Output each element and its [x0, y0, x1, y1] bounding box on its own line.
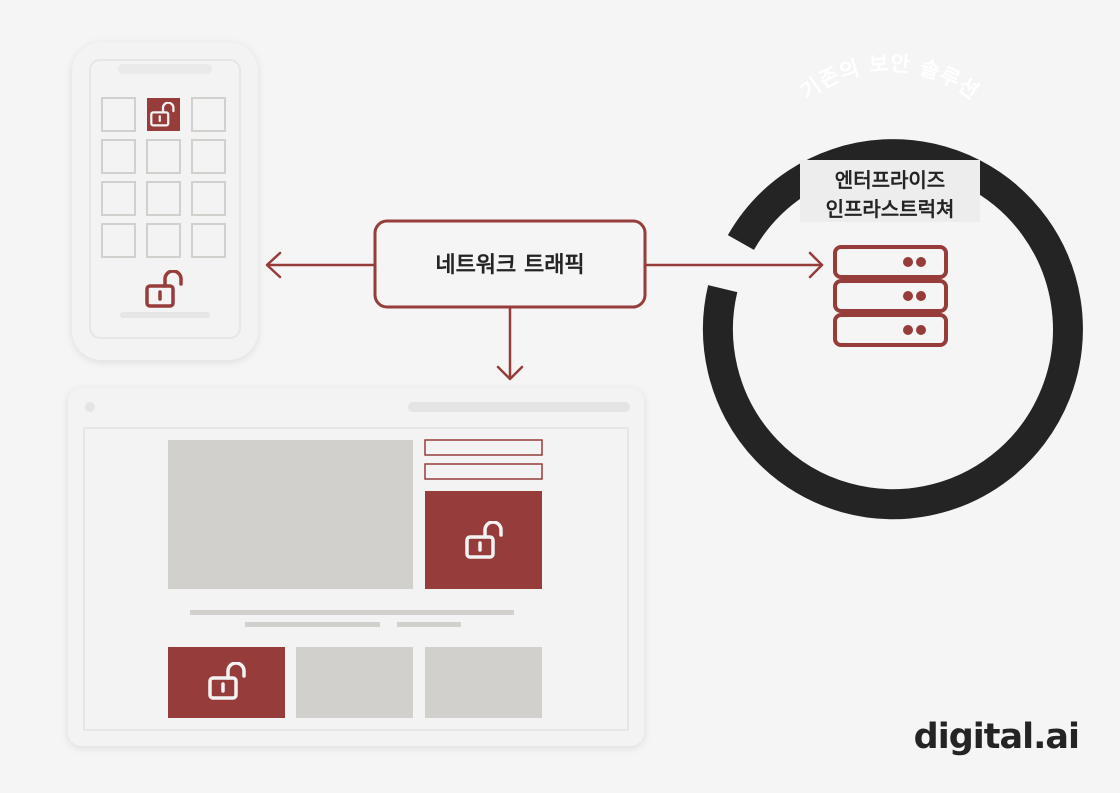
text-line-placeholder	[190, 610, 514, 615]
app-tile-locked[interactable]	[147, 98, 180, 131]
browser-dot-icon	[85, 402, 95, 412]
card-placeholder	[425, 647, 542, 718]
svg-text:기존의 보안 솔루션: 기존의 보안 솔루션	[796, 51, 984, 104]
browser-window	[68, 388, 644, 746]
locked-card[interactable]	[168, 647, 285, 718]
arrow-down-icon	[496, 306, 524, 381]
text-line-placeholder	[245, 622, 380, 627]
logo-text: digital.ai	[914, 717, 1079, 757]
enterprise-infrastructure: 엔터프라이즈 인프라스트럭쳐	[800, 160, 980, 222]
server-rack-icon	[833, 245, 948, 347]
infra-label-line2: 인프라스트럭쳐	[826, 197, 955, 221]
arrow-left-icon	[265, 251, 377, 279]
app-grid	[101, 97, 226, 258]
form-field[interactable]	[424, 439, 543, 456]
arrow-right-icon	[643, 251, 824, 279]
network-traffic-box: 네트워크 트래픽	[373, 219, 647, 309]
card-placeholder	[296, 647, 413, 718]
form-field[interactable]	[424, 463, 543, 480]
hero-image-placeholder	[168, 440, 413, 589]
ring-label: 기존의 보안 솔루션	[796, 51, 983, 104]
locked-panel[interactable]	[425, 491, 542, 589]
address-bar[interactable]	[408, 402, 630, 412]
mobile-phone	[72, 42, 258, 360]
text-line-placeholder	[397, 622, 461, 627]
digital-ai-logo[interactable]: digital.ai	[914, 717, 1080, 757]
infra-label-line1: 엔터프라이즈	[835, 168, 945, 192]
network-traffic-label: 네트워크 트래픽	[435, 253, 584, 278]
